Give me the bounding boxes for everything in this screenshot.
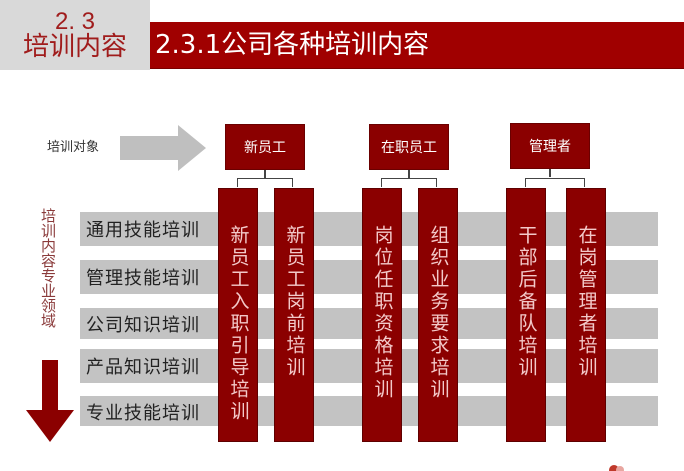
down-arrow-icon <box>26 360 74 442</box>
training-pillar: 在岗管理者培训 <box>566 188 606 442</box>
domain-label: 产品知识培训 <box>86 357 200 378</box>
section-name: 培训内容 <box>22 31 127 62</box>
page-title: 2.3.1公司各种培训内容 <box>150 22 684 69</box>
logo-icon <box>609 465 624 471</box>
pillar-label: 新员工入职引导培训 <box>227 225 250 423</box>
training-pillar: 新员工入职引导培训 <box>218 188 258 442</box>
pillar-label: 在岗管理者培训 <box>575 225 598 379</box>
axis-label: 培训内容专业领域 <box>39 208 57 328</box>
domain-label: 公司知识培训 <box>86 315 200 336</box>
pillar-label: 岗位任职资格培训 <box>371 225 394 401</box>
group-header-new-employees: 新员工 <box>225 124 305 170</box>
domain-label: 通用技能培训 <box>86 220 200 241</box>
connector-line <box>237 178 293 187</box>
training-pillar: 干部后备队培训 <box>506 188 546 442</box>
connector-line <box>549 169 551 177</box>
pillar-label: 组织业务要求培训 <box>427 225 450 401</box>
training-pillar: 组织业务要求培训 <box>418 188 458 442</box>
section-number: 2. 3 <box>54 7 96 35</box>
connector-line <box>264 170 266 178</box>
connector-line <box>381 178 437 187</box>
pillar-label: 干部后备队培训 <box>515 225 538 379</box>
section-indicator: 2. 3 培训内容 <box>0 0 150 70</box>
training-pillar: 新员工岗前培训 <box>274 188 314 442</box>
domain-label: 管理技能培训 <box>86 268 200 289</box>
audience-label: 培训对象 <box>47 140 100 155</box>
right-arrow-icon <box>120 125 206 171</box>
training-pillar: 岗位任职资格培训 <box>362 188 402 442</box>
domain-label: 专业技能培训 <box>86 403 200 424</box>
group-header-current-employees: 在职员工 <box>369 124 449 170</box>
connector-line <box>525 178 585 187</box>
group-header-managers: 管理者 <box>510 123 590 169</box>
connector-line <box>408 170 410 178</box>
pillar-label: 新员工岗前培训 <box>283 225 306 379</box>
